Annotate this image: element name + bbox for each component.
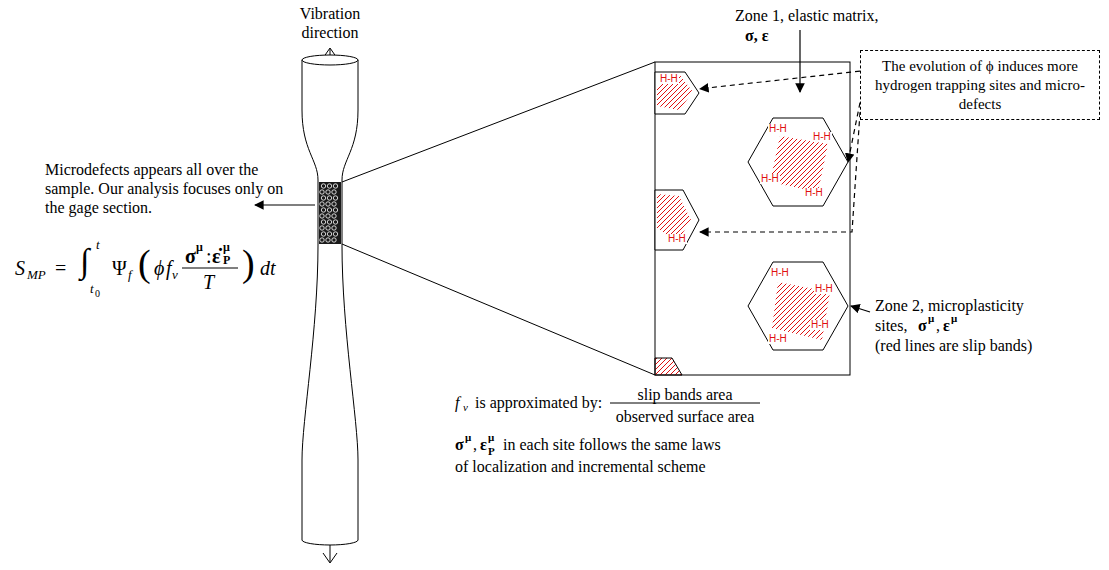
zone-symbol: μ bbox=[928, 313, 934, 324]
dashed-arrow bbox=[700, 112, 860, 232]
hydrogen-pair: H-H bbox=[768, 124, 788, 134]
formula-symbol: μ bbox=[465, 432, 471, 443]
zone-label: (red lines are slip bands) bbox=[875, 338, 1032, 354]
note-box: The evolution of ϕ induces more hydrogen… bbox=[860, 50, 1100, 120]
hydrogen-pair: H-H bbox=[768, 334, 788, 344]
formula-symbol: P bbox=[488, 446, 495, 457]
hydrogen-pair: H-H bbox=[659, 74, 679, 84]
microplasticity-site: H-H bbox=[655, 72, 700, 114]
formula-symbol: σ bbox=[185, 246, 196, 266]
formula-symbol: v bbox=[463, 402, 468, 413]
microplasticity-site: H-H H-H H-H H-H bbox=[748, 262, 848, 352]
note-text: Microdefects appears all over the sample… bbox=[45, 160, 303, 218]
formula-symbol: = bbox=[55, 258, 66, 278]
zone-label: Zone 1, elastic matrix, bbox=[735, 8, 879, 24]
formula-symbol: , bbox=[473, 437, 477, 453]
axis-label: Vibration direction bbox=[290, 4, 370, 42]
leader-arrows bbox=[255, 30, 870, 312]
fraction-text: slip bands area bbox=[610, 385, 760, 404]
fraction-text: observed surface area bbox=[610, 407, 760, 426]
formula-symbol: t bbox=[96, 238, 100, 251]
formula-symbol: ε̇ bbox=[212, 246, 221, 266]
formula-symbol: v bbox=[172, 268, 178, 281]
microplasticity-site: H-H H-H H-H H-H bbox=[748, 118, 848, 206]
formula-symbol: f bbox=[166, 258, 172, 278]
note-text: is approximated by: bbox=[475, 395, 602, 411]
formula-symbol: ϕ bbox=[154, 258, 164, 278]
microplasticity-site: H-H bbox=[655, 190, 700, 250]
hydrogen-pair: H-H bbox=[810, 320, 830, 330]
formula-symbol: T bbox=[203, 272, 214, 292]
hydrogen-pair: H-H bbox=[812, 132, 832, 142]
formula-symbol: ( bbox=[138, 244, 151, 282]
formula-symbol: σ bbox=[455, 437, 464, 453]
formula-symbol: Ψ bbox=[112, 258, 127, 278]
zone-symbol: , bbox=[936, 318, 940, 334]
zone-symbol: σ, ε bbox=[745, 28, 769, 44]
formula-symbol: μ bbox=[196, 241, 203, 253]
zoom-lines bbox=[342, 62, 655, 375]
hydrogen-pair: H-H bbox=[667, 234, 687, 244]
formula-symbol: MP bbox=[27, 268, 46, 281]
hydrogen-pair: H-H bbox=[804, 188, 824, 198]
hydrogen-pair: H-H bbox=[760, 174, 780, 184]
formula-symbol: : bbox=[206, 246, 212, 266]
zone-label: Zone 2, microplasticity bbox=[875, 298, 1024, 314]
formula-symbol: 0 bbox=[95, 289, 100, 299]
formula-symbol: f bbox=[128, 268, 132, 281]
formula-symbol: ) bbox=[242, 244, 255, 282]
zoom-box bbox=[655, 62, 850, 375]
formula-symbol: μ bbox=[488, 432, 494, 443]
zone-symbol: μ bbox=[951, 313, 957, 324]
hydrogen-pair: H-H bbox=[770, 268, 790, 278]
zone-symbol: σ bbox=[918, 318, 927, 334]
site-outline bbox=[748, 262, 848, 352]
formula-symbol: ε bbox=[480, 437, 487, 453]
fraction-bars bbox=[182, 268, 760, 403]
formula-symbol: ∫ bbox=[80, 244, 89, 278]
formula-symbol: P bbox=[223, 254, 230, 266]
formula-symbol: f bbox=[455, 395, 459, 411]
site-outline bbox=[748, 118, 848, 206]
formula-symbol: dt bbox=[260, 258, 276, 278]
hydrogen-pair: H-H bbox=[814, 284, 834, 294]
dashed-arrow bbox=[700, 71, 860, 89]
partial-site bbox=[655, 358, 682, 375]
zone-label: sites, bbox=[875, 318, 907, 334]
zone-symbol: ε bbox=[943, 318, 950, 334]
note-text: of localization and incremental scheme bbox=[455, 459, 706, 475]
note-text: The evolution of ϕ induces more hydrogen… bbox=[869, 57, 1091, 113]
formula-symbol: μ bbox=[223, 241, 230, 253]
specimen bbox=[302, 55, 358, 545]
note-text: in each site follows the same laws bbox=[503, 437, 721, 453]
formula-symbol: S bbox=[15, 258, 25, 278]
formula-symbol: t bbox=[90, 282, 94, 295]
